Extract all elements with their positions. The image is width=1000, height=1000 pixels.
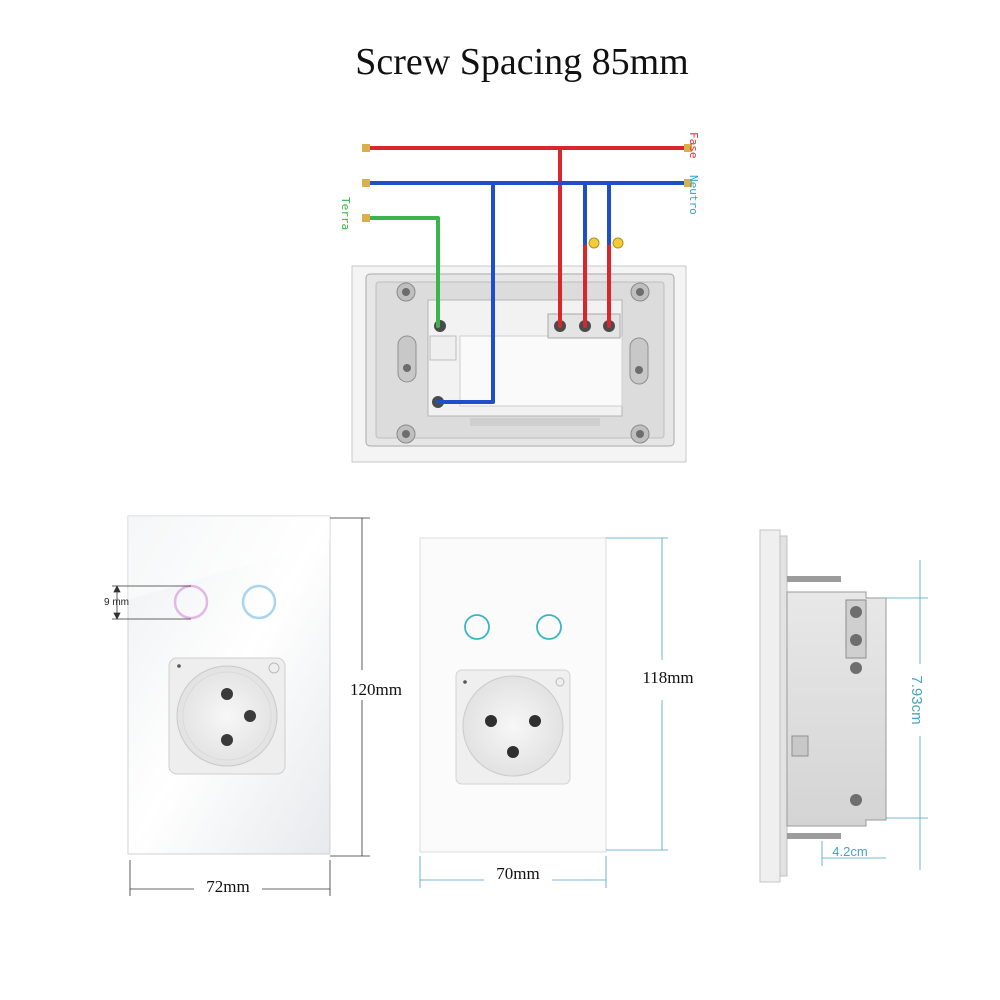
depth-dimension [886,560,928,870]
thickness-label: 4.2cm [832,844,867,859]
side-view: 7.93cm 4.2cm [759,529,928,883]
button-gap-label: 9 mm [104,597,129,608]
power-socket-2 [455,669,571,785]
terra-label: Terra [339,197,352,230]
fase-label: Fase [687,132,700,159]
button-size-dimension [112,585,191,620]
height-dimension-118 [606,537,668,851]
width-dimension-72 [129,860,331,896]
page-title: Screw Spacing 85mm [355,41,689,83]
touch-button-2[interactable] [241,584,277,620]
neutro-label: Neutro [687,175,700,215]
width-label-70: 70mm [496,864,539,883]
power-socket [168,657,286,775]
depth-label: 7.93cm [908,675,925,724]
wire-ends [362,144,692,249]
back-box [351,265,687,463]
wiring-diagram: Fase Neutro Terra [339,132,700,463]
neutro-wire-drop-module [436,181,495,404]
wires [366,146,688,404]
height-label-118: 118mm [642,668,693,687]
height-label-120: 120mm [350,680,402,699]
front-view-flat: 118mm 70mm [419,537,694,888]
height-dimension-120 [330,517,370,857]
width-dimension-70 [419,856,607,888]
touch-button-4[interactable] [536,614,562,640]
thickness-dimension [821,841,886,866]
front-view-glass: 9 mm 120mm 72mm [104,515,402,896]
touch-button-3[interactable] [464,614,490,640]
width-label-72: 72mm [206,877,249,896]
terra-wire [366,216,440,328]
